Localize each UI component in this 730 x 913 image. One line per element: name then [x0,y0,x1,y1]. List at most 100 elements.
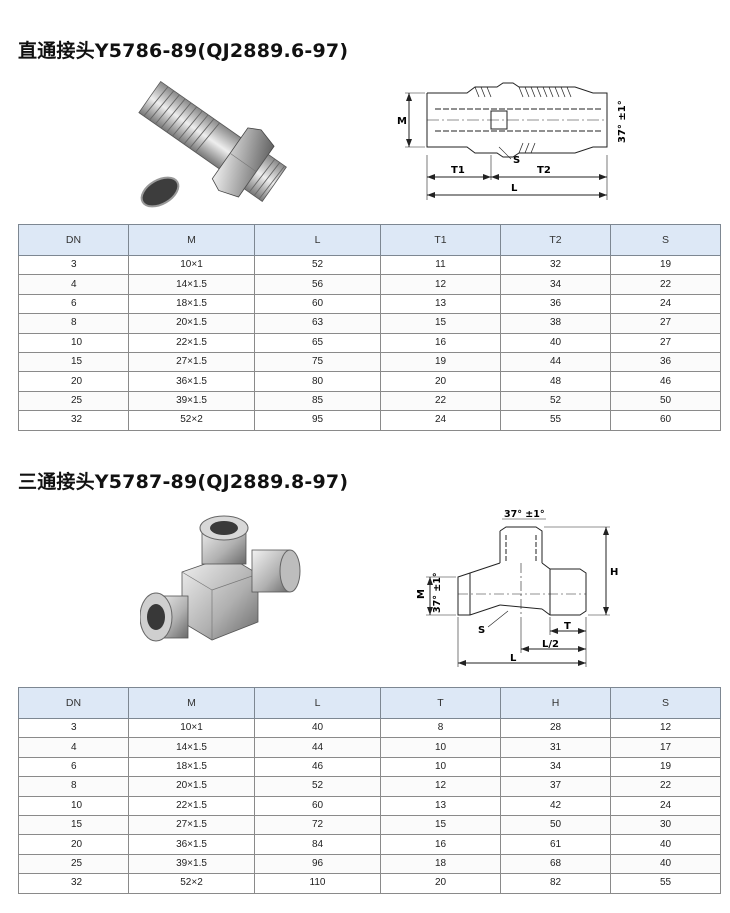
table-cell: 32 [18,873,129,894]
table-cell: 27 [610,332,721,353]
table-cell: 20×1.5 [128,776,255,797]
table-cell: 12 [380,274,501,295]
drawing-label-angle-left: 37° ±1° [432,572,443,613]
table-cell: 36 [610,351,721,373]
table-cell: 3 [18,254,129,276]
table-cell: 24 [610,293,721,315]
table-cell: 95 [254,410,381,431]
table-cell: 82 [500,873,611,894]
table-cell: 60 [610,410,721,431]
column-header: M [128,687,255,719]
drawing-label-angle: 37° ±1° [617,100,628,143]
drawing-label-angle-top: 37° ±1° [504,509,545,520]
table-cell: 4 [18,737,129,758]
section-title-straight: 直通接头Y5786-89(QJ2889.6-97) [18,40,349,62]
table-cell: 24 [610,795,721,816]
table-cell: 8 [380,717,501,739]
table-cell: 19 [610,254,721,276]
table-cell: 110 [254,873,381,894]
table-cell: 75 [254,351,381,373]
table-cell: 48 [500,371,611,392]
table-cell: 63 [254,313,381,334]
table-cell: 12 [380,776,501,797]
table-cell: 60 [254,293,381,315]
table-cell: 32 [18,410,129,431]
table-cell: 25 [18,390,129,412]
table-cell: 10 [18,332,129,353]
table-header-row: DN M L T1 T2 S [18,224,721,256]
table-cell: 80 [254,371,381,392]
table-cell: 52 [500,390,611,412]
table-cell: 13 [380,795,501,816]
table-cell: 19 [610,756,721,778]
table-cell: 6 [18,293,129,315]
table-cell: 37 [500,776,611,797]
table-cell: 85 [254,390,381,412]
table-cell: 24 [380,410,501,431]
tee-fitting-drawing: 37° ±1° 37° ±1° M H T L/2 L S [416,509,618,667]
column-header: DN [18,687,129,719]
table-cell: 16 [380,332,501,353]
table-cell: 39×1.5 [128,853,255,875]
drawing-label-t1: T1 [451,165,465,176]
table-cell: 52 [254,776,381,797]
table-cell: 50 [610,390,721,412]
table-cell: 20 [18,371,129,392]
table-cell: 20 [380,873,501,894]
table-cell: 40 [610,834,721,855]
table-cell: 15 [18,351,129,373]
table-cell: 3 [18,717,129,739]
table-cell: 36×1.5 [128,371,255,392]
table-cell: 10 [18,795,129,816]
table-cell: 4 [18,274,129,295]
table-cell: 96 [254,853,381,875]
table-cell: 8 [18,776,129,797]
table-cell: 38 [500,313,611,334]
table-cell: 28 [500,717,611,739]
table-cell: 16 [380,834,501,855]
table-cell: 8 [18,313,129,334]
table-cell: 22×1.5 [128,332,255,353]
table-cell: 44 [254,737,381,758]
table-header-row: DN M L T H S [18,687,721,719]
column-header: L [254,224,381,256]
table-cell: 36×1.5 [128,834,255,855]
table-cell: 20 [380,371,501,392]
tee-fitting-photo [140,515,301,642]
column-header: M [128,224,255,256]
drawing-label-l2: L/2 [542,639,559,650]
drawing-label-t2: T2 [537,165,551,176]
table-cell: 68 [500,853,611,875]
table-cell: 22 [610,776,721,797]
drawing-label-s: S [478,625,485,636]
table-cell: 14×1.5 [128,737,255,758]
table-cell: 27×1.5 [128,814,255,836]
table-cell: 30 [610,814,721,836]
table-cell: 10 [380,737,501,758]
table-cell: 61 [500,834,611,855]
table-cell: 40 [610,853,721,875]
table-cell: 10×1 [128,254,255,276]
table-cell: 34 [500,274,611,295]
table-cell: 39×1.5 [128,390,255,412]
table-cell: 36 [500,293,611,315]
table-cell: 42 [500,795,611,816]
section-title-tee: 三通接头Y5787-89(QJ2889.8-97) [18,471,349,493]
table-cell: 52×2 [128,873,255,894]
table-cell: 18×1.5 [128,293,255,315]
table-cell: 40 [500,332,611,353]
table-cell: 14×1.5 [128,274,255,295]
